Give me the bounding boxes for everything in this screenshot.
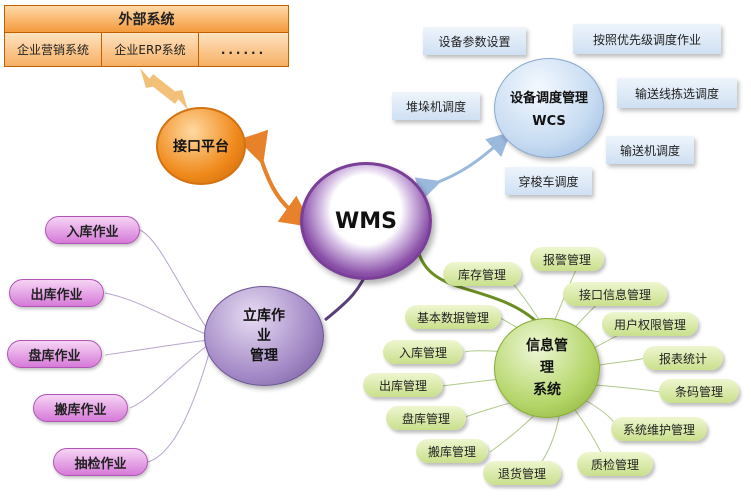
wcs-item-shuttle-dispatch: 穿梭车调度 — [505, 167, 592, 195]
wms-wcs-arrow — [414, 131, 511, 201]
wcs-item-stacker-dispatch: 堆垛机调度 — [392, 92, 480, 120]
info-item-barcode: 条码管理 — [659, 379, 739, 403]
wcs-label-line2: WCS — [532, 114, 566, 129]
info-item-relocation-mgmt: 搬库管理 — [416, 439, 488, 463]
warehouse-ops-node: 立库作 业 管理 — [204, 286, 324, 386]
warehouse-branches — [104, 229, 211, 463]
external-cell-more: ...... — [199, 33, 288, 66]
info-item-quality: 质检管理 — [577, 452, 653, 476]
warehouse-label-line3: 管理 — [250, 348, 278, 364]
warehouse-item-relocation: 搬库作业 — [33, 394, 128, 422]
wms-hub-node: WMS — [300, 162, 432, 280]
info-item-inventory: 库存管理 — [443, 262, 521, 286]
wcs-item-device-params: 设备参数设置 — [423, 27, 526, 55]
warehouse-item-outbound: 出库作业 — [9, 279, 104, 307]
info-item-interface-info: 接口信息管理 — [563, 282, 667, 306]
info-item-user-permissions: 用户权限管理 — [602, 312, 698, 336]
wms-info-line — [416, 249, 547, 332]
info-label-line1: 信息管 — [526, 338, 568, 354]
info-label-line3: 系统 — [533, 382, 561, 398]
wcs-node: 设备调度管理 WCS — [494, 58, 604, 158]
info-item-basic-data: 基本数据管理 — [405, 305, 501, 329]
info-item-outbound-mgmt: 出库管理 — [363, 373, 443, 397]
external-cell-erp: 企业ERP系统 — [102, 33, 199, 66]
warehouse-label-line1: 立库作 — [243, 308, 285, 324]
warehouse-item-sampling: 抽检作业 — [53, 448, 148, 476]
info-item-alarm: 报警管理 — [530, 247, 604, 271]
info-item-stocktake-mgmt: 盘库管理 — [386, 406, 466, 430]
info-label-line2: 理 — [540, 360, 554, 376]
info-item-inbound-mgmt: 入库管理 — [383, 340, 463, 364]
info-item-reports: 报表统计 — [643, 346, 723, 370]
wms-hub-label: WMS — [334, 208, 397, 234]
wcs-item-conveyor-picking: 输送线拣选调度 — [617, 78, 737, 108]
wcs-item-conveyor-dispatch: 输送机调度 — [606, 136, 694, 164]
external-cell-marketing: 企业营销系统 — [5, 33, 102, 66]
info-mgmt-node: 信息管 理 系统 — [494, 318, 600, 418]
interface-wms-arrow — [237, 129, 313, 228]
info-item-returns: 退货管理 — [483, 461, 561, 485]
external-systems-table: 外部系统 企业营销系统 企业ERP系统 ...... — [4, 5, 289, 67]
wcs-label-line1: 设备调度管理 — [509, 91, 588, 106]
interface-platform-node: 接口平台 — [156, 107, 246, 185]
wcs-item-priority-dispatch: 按照优先级调度作业 — [573, 24, 721, 54]
info-item-maintenance: 系统维护管理 — [611, 417, 707, 441]
interface-platform-label: 接口平台 — [173, 139, 229, 155]
external-systems-title: 外部系统 — [5, 6, 288, 33]
warehouse-label-line2: 业 — [257, 328, 271, 344]
external-interface-arrow — [146, 74, 182, 104]
warehouse-item-inbound: 入库作业 — [45, 216, 140, 244]
warehouse-item-stocktake: 盘库作业 — [7, 340, 102, 368]
